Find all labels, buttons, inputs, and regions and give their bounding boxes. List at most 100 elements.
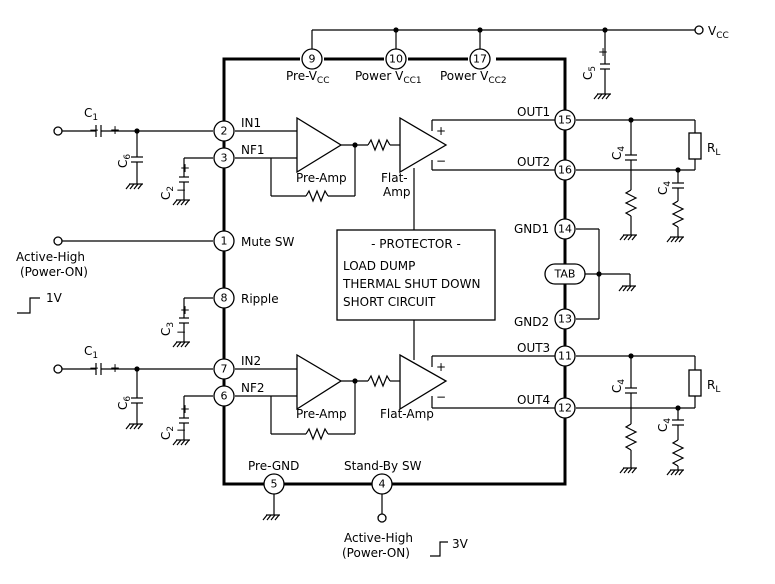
pin-11: 11	[554, 345, 576, 367]
c2-top-plus: +	[180, 161, 190, 175]
protector-block	[336, 229, 496, 321]
rl-upper-resistor	[688, 132, 702, 160]
ripple-capacitor	[172, 297, 213, 348]
c1-top-label: C1	[84, 106, 98, 123]
ic-outline	[222, 57, 567, 486]
pin-3: 3	[213, 147, 235, 169]
power-vcc1-label: Power VCC1	[355, 69, 422, 86]
pre-gnd-label: Pre-GND	[248, 459, 299, 473]
c6-bottom-label: C6	[116, 396, 133, 410]
c1-top-plus: +	[110, 123, 120, 137]
standby-sw-label: Stand-By SW	[344, 459, 422, 473]
ch2-flat-amp	[399, 353, 448, 411]
pin-16: 16	[554, 159, 576, 181]
pin-2: 2	[213, 120, 235, 142]
pre-vcc-label: Pre-VCC	[286, 69, 330, 86]
standby-level-label: 3V	[452, 537, 469, 551]
pin-5: 5	[263, 473, 285, 495]
ch2-pre-amp	[296, 353, 343, 411]
ch1-flat-minus: −	[436, 154, 446, 168]
ch2-input-network	[53, 363, 213, 446]
mute-active-label-2: (Power-ON)	[20, 265, 88, 279]
power-vcc2-label: Power VCC2	[440, 69, 507, 86]
out2-label: OUT2	[517, 155, 550, 169]
ch1-flat-amp-label-2: Amp	[383, 185, 411, 199]
ch1-signal-path	[235, 119, 555, 230]
svg-text:13: 13	[558, 313, 572, 326]
svg-text:11: 11	[558, 350, 572, 363]
svg-text:9: 9	[309, 53, 316, 66]
protector-short-circuit: SHORT CIRCUIT	[343, 295, 436, 309]
ch1-flat-plus: +	[436, 124, 446, 138]
c4-upper-a-label: C4	[610, 146, 627, 160]
ripple-label: Ripple	[241, 292, 279, 306]
mute-level-label: 1V	[46, 291, 63, 305]
c4-lower-a-label: C4	[610, 379, 627, 393]
tab-label: TAB	[554, 268, 576, 281]
svg-text:3: 3	[221, 152, 228, 165]
svg-text:6: 6	[221, 390, 228, 403]
ch1-pre-amp	[296, 116, 343, 174]
ch2-flat-minus: −	[436, 390, 446, 404]
tab-terminal	[544, 263, 586, 285]
pin-17: 17	[469, 48, 491, 70]
svg-text:16: 16	[558, 164, 572, 177]
ch2-pre-amp-label: Pre-Amp	[296, 407, 347, 421]
svg-text:2: 2	[221, 125, 228, 138]
c2-top-label: C2	[159, 186, 176, 200]
nf2-label: NF2	[241, 381, 265, 395]
gnd1-label: GND1	[514, 222, 549, 236]
c1-bottom-minus: −	[89, 361, 99, 375]
in2-label: IN2	[241, 354, 261, 368]
out3-label: OUT3	[517, 341, 550, 355]
svg-text:15: 15	[558, 114, 572, 127]
pin-7: 7	[213, 358, 235, 380]
pin-12: 12	[554, 397, 576, 419]
ch1-input-network	[53, 125, 213, 206]
pin-9: 9	[301, 48, 323, 70]
svg-text:17: 17	[473, 53, 487, 66]
svg-text:10: 10	[389, 53, 403, 66]
ch2-signal-path	[235, 320, 555, 441]
svg-text:12: 12	[558, 402, 572, 415]
c5-capacitor	[593, 30, 611, 100]
vcc-label: VCC	[708, 24, 729, 41]
mute-active-label-1: Active-High	[16, 250, 85, 264]
c5-plus-sign: +	[598, 45, 608, 59]
c1-top-minus: −	[89, 123, 99, 137]
nf1-label: NF1	[241, 143, 265, 157]
c3-minus: −	[176, 325, 186, 339]
in1-label: IN1	[241, 116, 261, 130]
pin-10: 10	[385, 48, 407, 70]
c4-upper-b-label: C4	[656, 181, 673, 195]
ch1-pre-amp-label: Pre-Amp	[296, 171, 347, 185]
ch2-flat-plus: +	[436, 360, 446, 374]
vcc-terminal	[694, 25, 704, 35]
ch2-flat-amp-label: Flat-Amp	[380, 407, 434, 421]
rl-lower-label: RL	[707, 378, 720, 395]
standby-input	[377, 493, 448, 557]
protector-thermal-shutdown: THERMAL SHUT DOWN	[342, 277, 480, 291]
protector-title: - PROTECTOR -	[371, 237, 461, 251]
out1-label: OUT1	[517, 105, 550, 119]
mute-input	[17, 236, 213, 314]
upper-load-network	[576, 117, 702, 243]
c3-label: C3	[159, 322, 176, 336]
rl-lower-resistor	[688, 369, 702, 397]
vcc-rail	[311, 25, 704, 49]
pin-4: 4	[371, 473, 393, 495]
c2-bottom-plus: +	[180, 402, 190, 416]
ch1-flat-amp	[399, 116, 448, 174]
c2-bottom-minus: −	[176, 423, 186, 437]
svg-text:4: 4	[379, 478, 386, 491]
svg-text:7: 7	[221, 363, 228, 376]
c2-bottom-label: C2	[159, 426, 176, 440]
svg-text:1: 1	[221, 235, 228, 248]
rl-upper-label: RL	[707, 141, 720, 158]
svg-text:5: 5	[271, 478, 278, 491]
c5-label: C5	[581, 66, 598, 80]
svg-text:14: 14	[558, 223, 572, 236]
c4-lower-b-label: C4	[656, 418, 673, 432]
